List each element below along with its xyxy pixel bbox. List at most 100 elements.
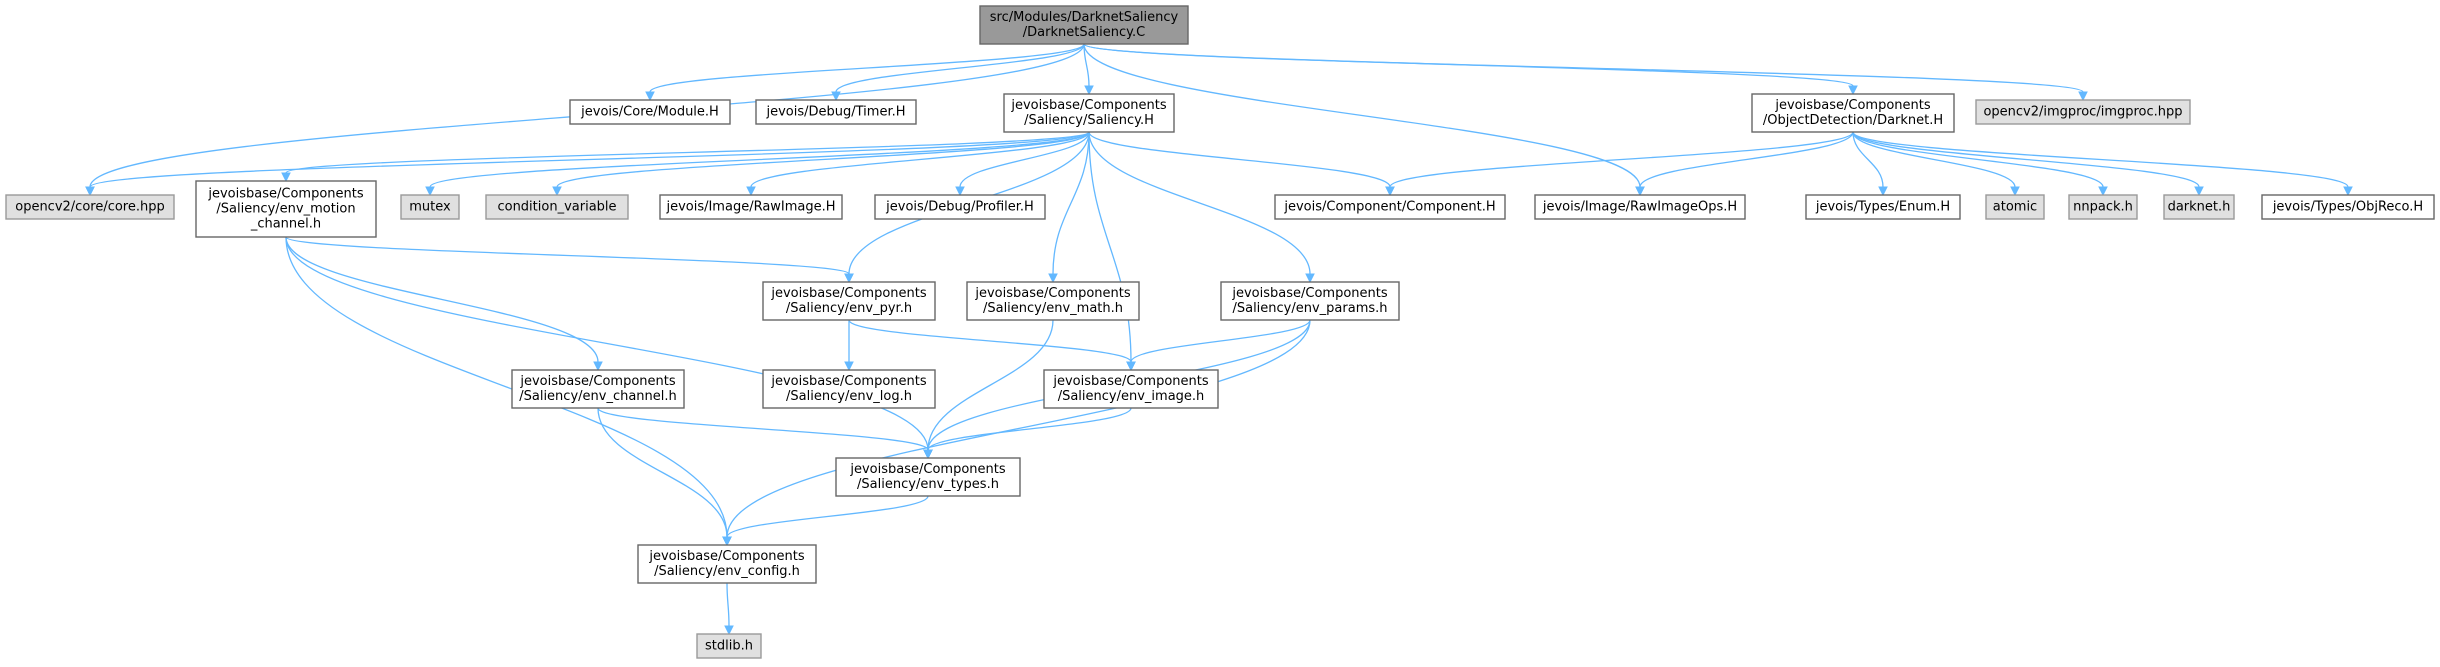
node-label: darknet.h bbox=[2168, 200, 2231, 215]
node-label: jevois/Image/RawImage.H bbox=[665, 200, 835, 215]
edge-line bbox=[285, 236, 599, 363]
node-label: /ObjectDetection/Darknet.H bbox=[1763, 113, 1943, 128]
edge-saliency_h-to-condvar bbox=[552, 131, 1090, 197]
node-mutex: mutex bbox=[400, 194, 460, 220]
node-box bbox=[835, 457, 1021, 497]
node-label: /Saliency/env_params.h bbox=[1232, 301, 1387, 316]
node-label: jevois/Image/RawImageOps.H bbox=[1542, 200, 1737, 215]
node-box bbox=[2261, 194, 2435, 220]
node-label: jevoisbase/Components bbox=[974, 286, 1130, 301]
node-box bbox=[511, 369, 685, 409]
edge-arrowhead bbox=[1305, 273, 1315, 284]
edge-saliency_h-to-env_params bbox=[1088, 131, 1315, 284]
edge-line bbox=[1852, 131, 2349, 188]
node-root[interactable]: src/Modules/DarknetSaliency/DarknetSalie… bbox=[979, 5, 1189, 45]
edge-darknet_h-to-nnpack bbox=[1852, 131, 2108, 197]
node-env_motion[interactable]: jevoisbase/Components/Saliency/env_motio… bbox=[195, 180, 377, 238]
node-profiler[interactable]: jevois/Debug/Profiler.H bbox=[874, 194, 1046, 220]
node-box bbox=[979, 5, 1189, 45]
edge-line bbox=[285, 236, 929, 451]
node-box bbox=[755, 99, 917, 125]
node-box bbox=[569, 99, 731, 125]
edge-line bbox=[285, 236, 850, 275]
edge-arrowhead bbox=[2343, 186, 2353, 197]
edge-arrowhead bbox=[281, 172, 291, 183]
edge-line bbox=[649, 43, 1085, 93]
node-label: /Saliency/env_image.h bbox=[1058, 389, 1205, 404]
edge-saliency_h-to-component bbox=[1088, 131, 1395, 197]
edge-line bbox=[1052, 131, 1090, 275]
node-label: jevois/Types/Enum.H bbox=[1815, 200, 1950, 215]
node-box bbox=[874, 194, 1046, 220]
edge-line bbox=[927, 319, 1054, 451]
node-label: jevois/Core/Module.H bbox=[580, 105, 719, 120]
node-label: /Saliency/Saliency.H bbox=[1024, 113, 1154, 128]
edge-darknet_h-to-darknet_sys bbox=[1852, 131, 2204, 197]
node-label: /Saliency/env_motion bbox=[216, 202, 355, 217]
edge-arrowhead bbox=[1126, 361, 1136, 372]
node-box bbox=[485, 194, 629, 220]
edges-layer bbox=[85, 43, 2353, 636]
edge-line bbox=[597, 407, 929, 451]
node-env_params[interactable]: jevoisbase/Components/Saliency/env_param… bbox=[1220, 281, 1400, 321]
node-label: mutex bbox=[409, 200, 451, 215]
edge-env_types-to-env_config bbox=[722, 495, 929, 547]
edge-darknet_h-to-objreco bbox=[1852, 131, 2353, 197]
edge-line bbox=[89, 131, 1090, 188]
edge-line bbox=[959, 131, 1090, 188]
node-label: _channel.h bbox=[250, 217, 321, 232]
node-env_image[interactable]: jevoisbase/Components/Saliency/env_image… bbox=[1043, 369, 1219, 409]
node-label: src/Modules/DarknetSaliency bbox=[990, 10, 1179, 25]
edge-darknet_h-to-component bbox=[1385, 131, 1854, 197]
edge-arrowhead bbox=[2078, 91, 2088, 102]
node-label: jevoisbase/Components bbox=[1231, 286, 1387, 301]
edge-arrowhead bbox=[1084, 85, 1094, 96]
nodes-layer: src/Modules/DarknetSaliency/DarknetSalie… bbox=[5, 5, 2435, 659]
node-label: opencv2/imgproc/imgproc.hpp bbox=[1983, 105, 2182, 120]
edge-arrowhead bbox=[722, 536, 732, 547]
edge-saliency_h-to-mutex bbox=[425, 131, 1090, 197]
edge-line bbox=[1639, 131, 1854, 188]
node-condvar: condition_variable bbox=[485, 194, 629, 220]
node-objreco[interactable]: jevois/Types/ObjReco.H bbox=[2261, 194, 2435, 220]
node-label: jevoisbase/Components bbox=[849, 462, 1005, 477]
node-atomic: atomic bbox=[1985, 194, 2045, 220]
edge-line bbox=[285, 131, 1090, 174]
node-label: /DarknetSaliency.C bbox=[1023, 25, 1145, 40]
node-label: /Saliency/env_config.h bbox=[654, 564, 800, 579]
node-env_math[interactable]: jevoisbase/Components/Saliency/env_math.… bbox=[966, 281, 1140, 321]
node-component[interactable]: jevois/Component/Component.H bbox=[1274, 194, 1506, 220]
node-label: jevois/Component/Component.H bbox=[1283, 200, 1495, 215]
node-core_module[interactable]: jevois/Core/Module.H bbox=[569, 99, 731, 125]
node-label: jevois/Debug/Timer.H bbox=[765, 105, 905, 120]
edge-saliency_h-to-rawimage bbox=[746, 131, 1090, 197]
node-env_pyr[interactable]: jevoisbase/Components/Saliency/env_pyr.h bbox=[762, 281, 936, 321]
node-box bbox=[1003, 93, 1175, 133]
edge-env_motion-to-env_pyr bbox=[285, 236, 854, 284]
node-box bbox=[1751, 93, 1955, 133]
node-label: atomic bbox=[1993, 200, 2037, 215]
edge-saliency_h-to-env_motion bbox=[281, 131, 1090, 183]
node-box bbox=[696, 633, 762, 659]
node-box bbox=[1805, 194, 1961, 220]
node-rawimage[interactable]: jevois/Image/RawImage.H bbox=[659, 194, 843, 220]
node-darknet_h[interactable]: jevoisbase/Components/ObjectDetection/Da… bbox=[1751, 93, 1955, 133]
edge-root-to-imgproc bbox=[1083, 43, 2088, 102]
edge-line bbox=[1130, 319, 1311, 363]
node-label: opencv2/core/core.hpp bbox=[15, 200, 165, 215]
node-saliency_h[interactable]: jevoisbase/Components/Saliency/Saliency.… bbox=[1003, 93, 1175, 133]
node-nnpack: nnpack.h bbox=[2068, 194, 2138, 220]
edge-arrowhead bbox=[1635, 186, 1645, 197]
edge-arrowhead bbox=[844, 361, 854, 372]
node-env_config[interactable]: jevoisbase/Components/Saliency/env_confi… bbox=[637, 544, 817, 584]
node-env_types[interactable]: jevoisbase/Components/Saliency/env_types… bbox=[835, 457, 1021, 497]
node-enum_h[interactable]: jevois/Types/Enum.H bbox=[1805, 194, 1961, 220]
node-debug_timer[interactable]: jevois/Debug/Timer.H bbox=[755, 99, 917, 125]
node-env_log[interactable]: jevoisbase/Components/Saliency/env_log.h bbox=[762, 369, 936, 409]
node-rawimageops[interactable]: jevois/Image/RawImageOps.H bbox=[1534, 194, 1746, 220]
edge-darknet_h-to-atomic bbox=[1852, 131, 2020, 197]
edge-arrowhead bbox=[724, 625, 734, 636]
edge-env_pyr-to-env_image bbox=[848, 319, 1136, 372]
node-env_channel[interactable]: jevoisbase/Components/Saliency/env_chann… bbox=[511, 369, 685, 409]
node-label: /Saliency/env_math.h bbox=[983, 301, 1123, 316]
